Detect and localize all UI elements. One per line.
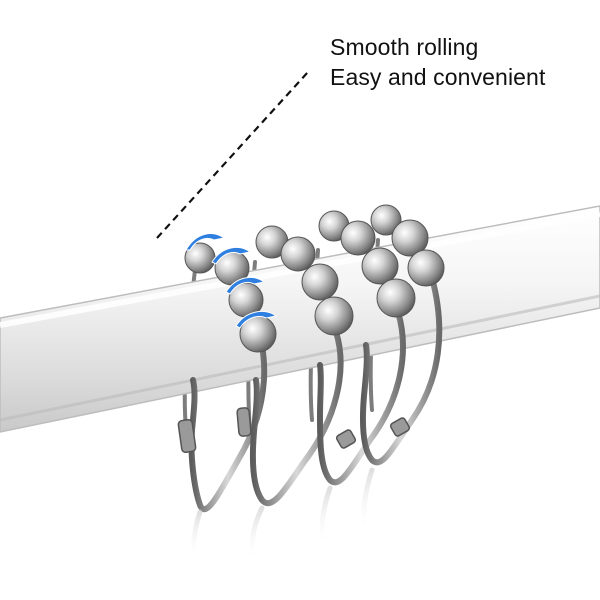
ball <box>361 247 399 285</box>
rolling-arrow-icon <box>225 276 266 295</box>
ball <box>314 296 354 336</box>
ball <box>376 278 416 318</box>
ball <box>370 204 402 236</box>
hook-2 <box>249 329 344 507</box>
rolling-arrow-icon <box>185 233 226 251</box>
hook-clasp <box>177 418 197 454</box>
rolling-balls <box>184 204 445 353</box>
ball <box>340 220 376 256</box>
caption-line-2: Easy and convenient <box>330 64 546 90</box>
ball <box>301 263 339 301</box>
hook-clasp <box>389 417 411 437</box>
hook-clasp <box>236 407 252 437</box>
leader-line <box>156 71 309 239</box>
ball <box>391 219 429 257</box>
shower-hooks <box>177 275 443 513</box>
rolling-arrow-icons <box>185 233 278 329</box>
rolling-arrow-icon <box>235 310 278 329</box>
hook-reflections <box>191 467 375 565</box>
hook-1 <box>188 343 268 513</box>
hook-clasp <box>335 429 357 449</box>
ball <box>280 236 316 272</box>
caption-line-1: Smooth rolling <box>330 34 479 60</box>
rolling-arrow-icon <box>211 246 252 265</box>
feature-caption: Smooth rolling Easy and convenient <box>330 32 590 92</box>
hook-3 <box>317 309 406 486</box>
ball <box>407 249 445 287</box>
hook-4 <box>359 275 443 466</box>
